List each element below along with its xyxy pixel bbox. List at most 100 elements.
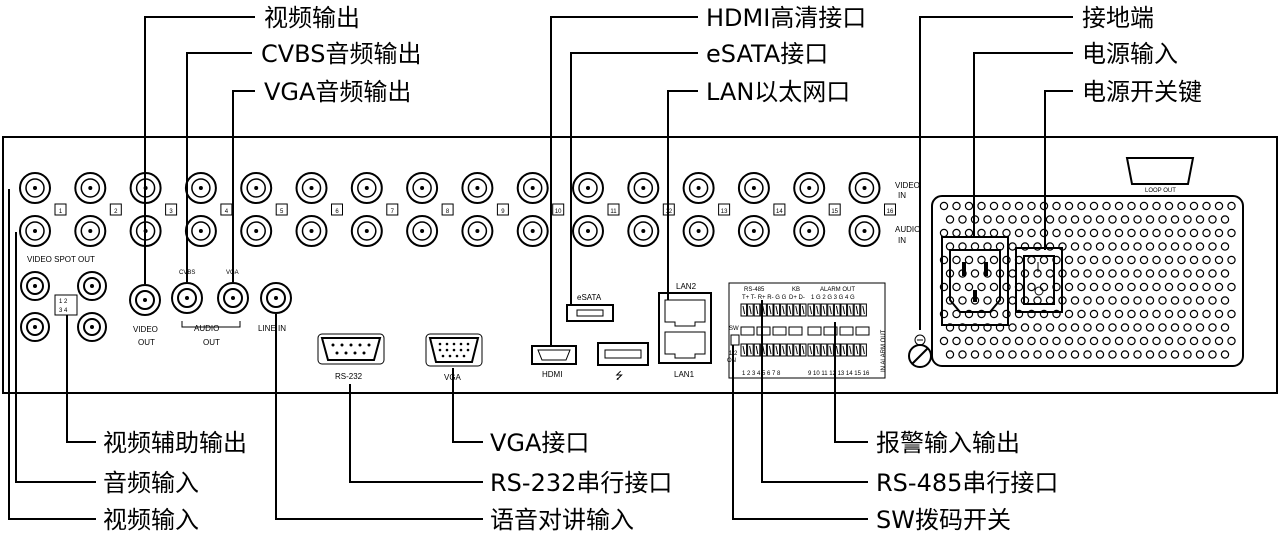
terminal-pin [860,343,867,357]
video-in-bnc [737,172,770,204]
channel-number: 16 [887,209,894,215]
loop-out-connector [1125,157,1195,185]
video-in-bnc [461,172,494,204]
channel-number: 7 [391,209,395,215]
spot-nums-top: 1 2 [59,299,68,305]
rs485-pins: T+ T- R+ R- G G [742,295,787,301]
channel-number-box [109,203,122,216]
callout-hdmi: HDMI高清接口 [706,4,866,32]
sw-dip-switch [730,334,740,346]
channel-number-box [496,203,509,216]
terminal-pin [799,343,807,357]
audio-in-label-2: IN [898,236,906,245]
lan1-label: LAN1 [674,370,695,379]
video-in-bnc [682,172,715,204]
channel-number-box [386,203,399,216]
terminal-pin [807,303,815,317]
channel-number: 13 [721,209,728,215]
terminal-pin [793,343,800,357]
video-in-bnc [627,172,660,204]
callout-intercom: 语音对讲输入 [490,506,634,534]
ventilation-grille [931,195,1244,367]
callout-video-out: 视频输出 [264,4,360,32]
sw-label: SW [729,326,739,332]
rs485-label: RS-485 [744,287,765,293]
callout-alarm-io: 报警输入输出 [876,429,1020,457]
audio-in-bnc [627,215,660,247]
terminal-pin [799,303,807,317]
terminal-pin [847,303,854,317]
terminal-pin [840,343,848,357]
channel-number: 1 [59,209,63,215]
terminal-pin [780,303,787,317]
video-out-connector [129,284,161,316]
terminal-pin [793,303,800,317]
audio-in-bnc [793,215,826,247]
lan-connectors [658,292,712,364]
in-alarm-out-label: IN ALARM OUT [881,329,887,372]
terminal-pin [760,343,767,357]
terminal-pin [840,303,848,317]
hdmi-connector [531,345,577,365]
channel-number: 9 [501,209,505,215]
terminal-pin [766,303,774,317]
sw-on: ON [727,358,736,364]
video-in-bnc [74,172,107,204]
callout-spot-out: 视频辅助输出 [103,429,247,457]
channel-number-box [165,203,178,216]
terminal-pin [833,303,841,317]
terminal-pin [747,343,754,357]
channel-number: 10 [555,209,562,215]
channel-number-box [552,203,565,216]
callout-leaders [8,16,1073,520]
terminal-blocks [740,303,870,357]
channel-number: 14 [776,209,783,215]
video-in-bnc [240,172,273,204]
terminal-pin [786,343,794,357]
callout-sw-dip: SW拨码开关 [876,506,1011,534]
rs232-connector [317,333,385,365]
esata-connector [566,304,614,322]
terminal-pin [827,343,834,357]
audio-in-bnc [350,215,383,247]
channel-number-box [54,203,67,216]
terminal-pin [780,343,787,357]
kb-pins: D+ D- [789,295,805,301]
terminal-pin [753,343,761,357]
video-in-bnc [406,172,439,204]
terminal-pin [853,303,861,317]
alarm-in-pins-right: 9 10 11 12 13 14 15 16 [808,371,870,377]
audio-in-bnc [572,215,604,247]
channel-number: 12 [665,209,672,215]
callout-esata: eSATA接口 [706,40,828,68]
video-out-label-2: OUT [138,338,155,347]
video-in-bnc [848,172,881,204]
esata-label: eSATA [577,293,602,302]
audio-in-bnc [406,215,439,247]
callout-video-in: 视频输入 [103,506,199,534]
audio-in-bnc [461,215,494,247]
video-in-bnc [184,172,217,204]
audio-in-bnc [74,215,107,247]
lan2-label: LAN2 [676,282,697,291]
terminal-pin [740,303,748,317]
channel-number: 11 [610,209,617,215]
audio-in-bnc [184,215,217,247]
terminal-pin [773,303,781,317]
power-switch [1015,247,1063,313]
channel-number: 15 [831,209,838,215]
audio-out-label: AUDIO [194,324,219,333]
channel-number-box [607,203,620,216]
usb-connector [597,342,649,366]
video-spot-out-label: VIDEO SPOT OUT [27,255,95,264]
callout-lan: LAN以太网口 [706,78,850,106]
audio-in-bnc [516,215,549,247]
alarm-out-label: ALARM OUT [820,287,855,293]
channel-number-box [884,203,896,216]
usb-symbol: ⭍ [615,370,623,382]
terminal-block-frame [728,282,886,379]
loop-out-label: LOOP OUT [1145,188,1176,194]
terminal-pin [853,343,861,357]
audio-in-bnc [848,215,881,247]
